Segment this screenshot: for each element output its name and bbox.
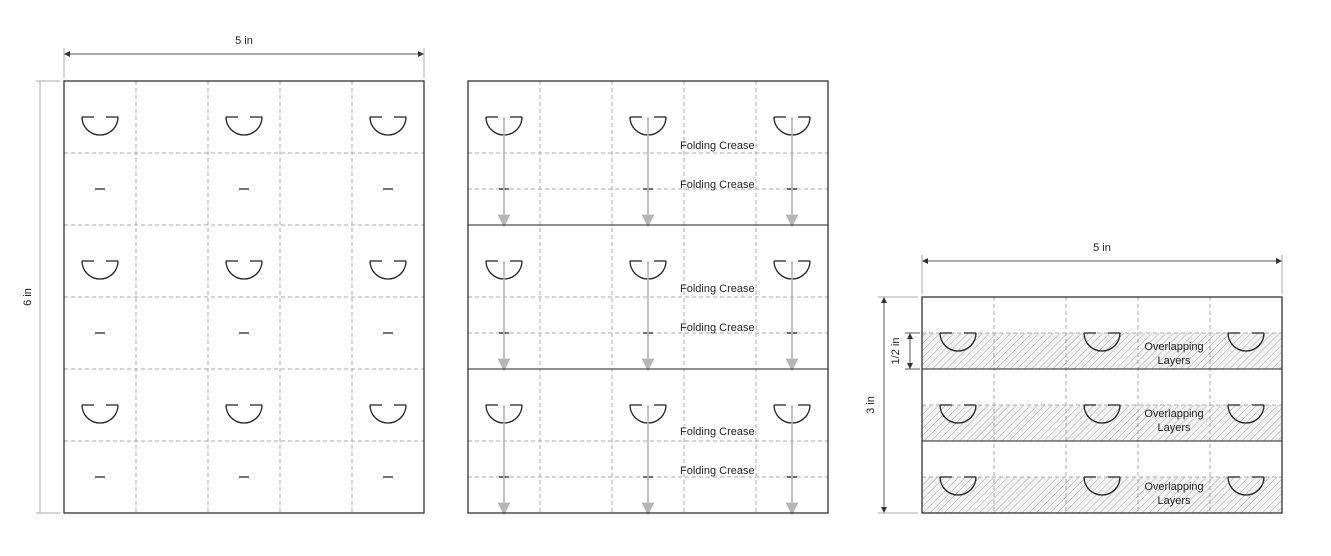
half-circle-cutout-icon [939,476,977,496]
half-circle-cutout-icon [369,404,407,424]
half-circle-cutout-icon [1083,332,1121,352]
folded-sheet-outline [921,296,1283,514]
crease-label: Folding Crease [680,465,755,477]
half-circle-cutout-icon [1083,476,1121,496]
half-circle-cutout-icon [225,404,263,424]
band-height-label: 1/2 in [890,338,902,365]
flat-height-label: 6 in [22,288,34,306]
half-circle-cutout-icon [1227,476,1265,496]
half-circle-cutout-icon [1227,404,1265,424]
folded-width-label: 5 in [1093,242,1111,254]
crease-label: Folding Crease [680,322,755,334]
half-circle-cutout-icon [81,260,119,280]
flat-width-label: 5 in [235,35,253,47]
half-circle-cutout-icon [939,404,977,424]
folding-sheet-outline [467,80,829,514]
overlap-label: Layers [1157,422,1191,434]
half-circle-cutout-icon [225,260,263,280]
half-circle-cutout-icon [81,404,119,424]
half-circle-cutout-icon [939,332,977,352]
crease-label: Folding Crease [680,140,755,152]
overlap-label: Layers [1157,355,1191,367]
half-circle-cutout-icon [225,116,263,136]
folded-height-label: 3 in [865,396,877,414]
half-circle-cutout-icon [1083,404,1121,424]
half-circle-cutout-icon [1227,332,1265,352]
overlap-label: Layers [1157,495,1191,507]
crease-label: Folding Crease [680,283,755,295]
flat-sheet-outline [63,80,425,514]
half-circle-cutout-icon [369,260,407,280]
overlap-label: Overlapping [1144,341,1203,353]
crease-label: Folding Crease [680,426,755,438]
overlap-label: Overlapping [1144,408,1203,420]
crease-label: Folding Crease [680,179,755,191]
overlap-label: Overlapping [1144,481,1203,493]
half-circle-cutout-icon [81,116,119,136]
half-circle-cutout-icon [369,116,407,136]
